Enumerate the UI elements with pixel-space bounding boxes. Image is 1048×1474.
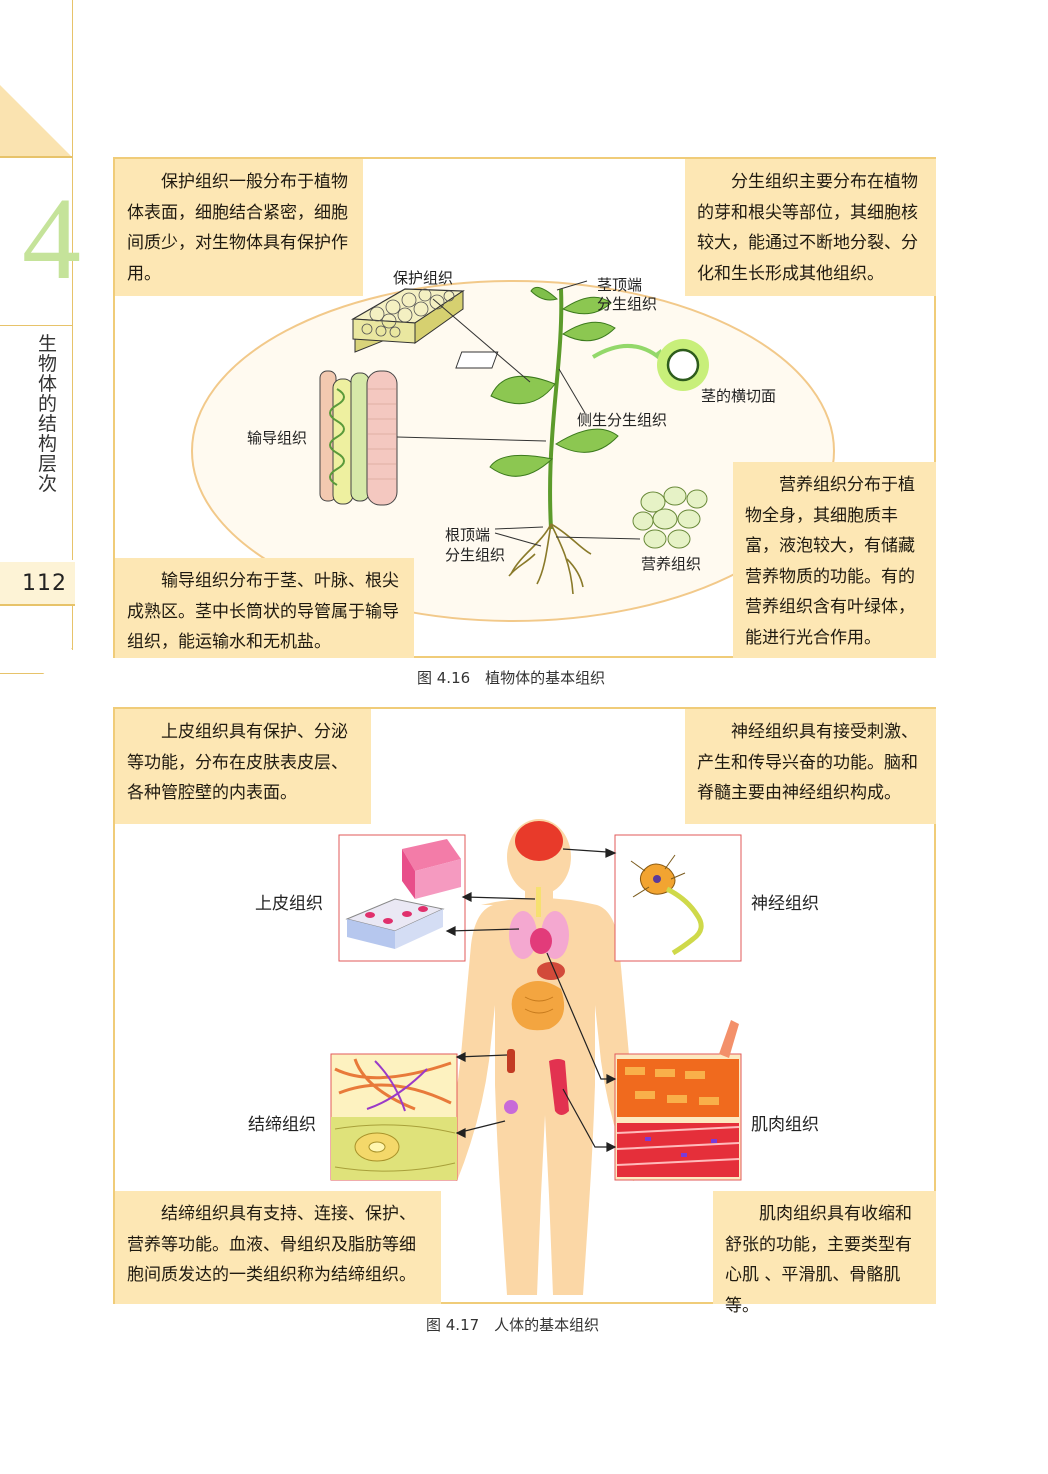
nutritive-tissue-illustration [632,486,708,549]
meristem-tissue-note: 分生组织主要分布在植物的芽和根尖等部位，其细胞核较大，能通过不断地分裂、分化和生… [685,159,936,296]
label-stem-apex: 茎顶端 [597,276,643,294]
label-nervous-tissue: 神经组织 [751,894,819,914]
label-conducting-tissue: 输导组织 [247,429,308,447]
label-stem-cross-section: 茎的横切面 [701,387,777,405]
human-diagram [330,819,742,1295]
thigh-bone [507,1049,515,1073]
trachea [536,887,541,917]
page-number-tab [0,562,75,606]
figure-416-caption: 图 4.16 植物体的基本组织 [417,669,606,687]
digestive-organs [511,962,565,1031]
human-tissue-figure: 上皮组织具有保护、分泌等功能，分布在皮肤表皮层、各种管腔壁的内表面。 神经组织具… [113,707,936,1316]
margin-rule [72,0,73,560]
nervous-tissue-picture [614,834,742,962]
chapter-separator [0,325,72,326]
margin-rule [72,605,73,650]
connective-tissue-note: 结缔组织具有支持、连接、保护、营养等功能。血液、骨组织及脂肪等细胞间质发达的一类… [115,1191,441,1304]
label-protective-tissue: 保护组织 [393,269,454,287]
label-root-apex-meristem: 分生组织 [445,546,506,564]
brain [515,821,563,861]
chapter-corner-decoration [0,85,72,157]
protective-tissue-note: 保护组织一般分布于植物体表面，细胞结合紧密，细胞间质少，对生物体具有保护作用。 [115,159,363,296]
nutritive-tissue-note: 营养组织分布于植物全身，其细胞质丰富，液泡较大，有储藏营养物质的功能。有的营养组… [733,462,936,658]
label-lateral-meristem: 侧生分生组织 [577,411,668,429]
page-number: 112 [22,571,67,596]
chapter-number: 4 [22,173,81,304]
chapter-title: 生物体的结构层次 [38,333,58,495]
knee-connective [504,1100,518,1114]
label-nutritive-tissue: 营养组织 [641,555,702,573]
label-muscle-tissue: 肌肉组织 [751,1115,819,1135]
plant-diagram [191,280,835,622]
thigh-muscle [549,1059,569,1115]
conducting-tissue-note: 输导组织分布于茎、叶脉、根尖成熟区。茎中长筒状的导管属于输导组织，能运输水和无机… [115,558,414,658]
muscle-tissue-note: 肌肉组织具有收缩和舒张的功能，主要类型有心肌 、平滑肌、骨骼肌等。 [713,1191,936,1316]
nervous-tissue-note: 神经组织具有接受刺激、产生和传导兴奋的功能。脑和脊髓主要由神经组织构成。 [685,709,936,824]
plant-illustration [455,286,709,595]
label-epithelial-tissue: 上皮组织 [255,894,323,914]
conducting-tissue-illustration [319,370,398,506]
muscle-tissue-picture [614,1020,742,1181]
chapter-corner-rule [0,156,72,158]
lungs-heart [509,911,569,959]
label-connective-tissue: 结缔组织 [248,1115,316,1135]
epithelial-tissue-picture [338,834,466,962]
protective-tissue-illustration [350,288,465,353]
connective-tissue-picture [330,1053,458,1181]
margin-corner-decoration [0,648,72,674]
figure-417-caption: 图 4.17 人体的基本组织 [426,1316,600,1334]
label-root-apex: 根顶端 [445,526,491,544]
plant-tissue-figure: 保护组织一般分布于植物体表面，细胞结合紧密，细胞间质少，对生物体具有保护作用。 … [113,157,936,658]
epithelial-tissue-note: 上皮组织具有保护、分泌等功能，分布在皮肤表皮层、各种管腔壁的内表面。 [115,709,371,824]
label-stem-apex-meristem: 分生组织 [597,295,658,313]
